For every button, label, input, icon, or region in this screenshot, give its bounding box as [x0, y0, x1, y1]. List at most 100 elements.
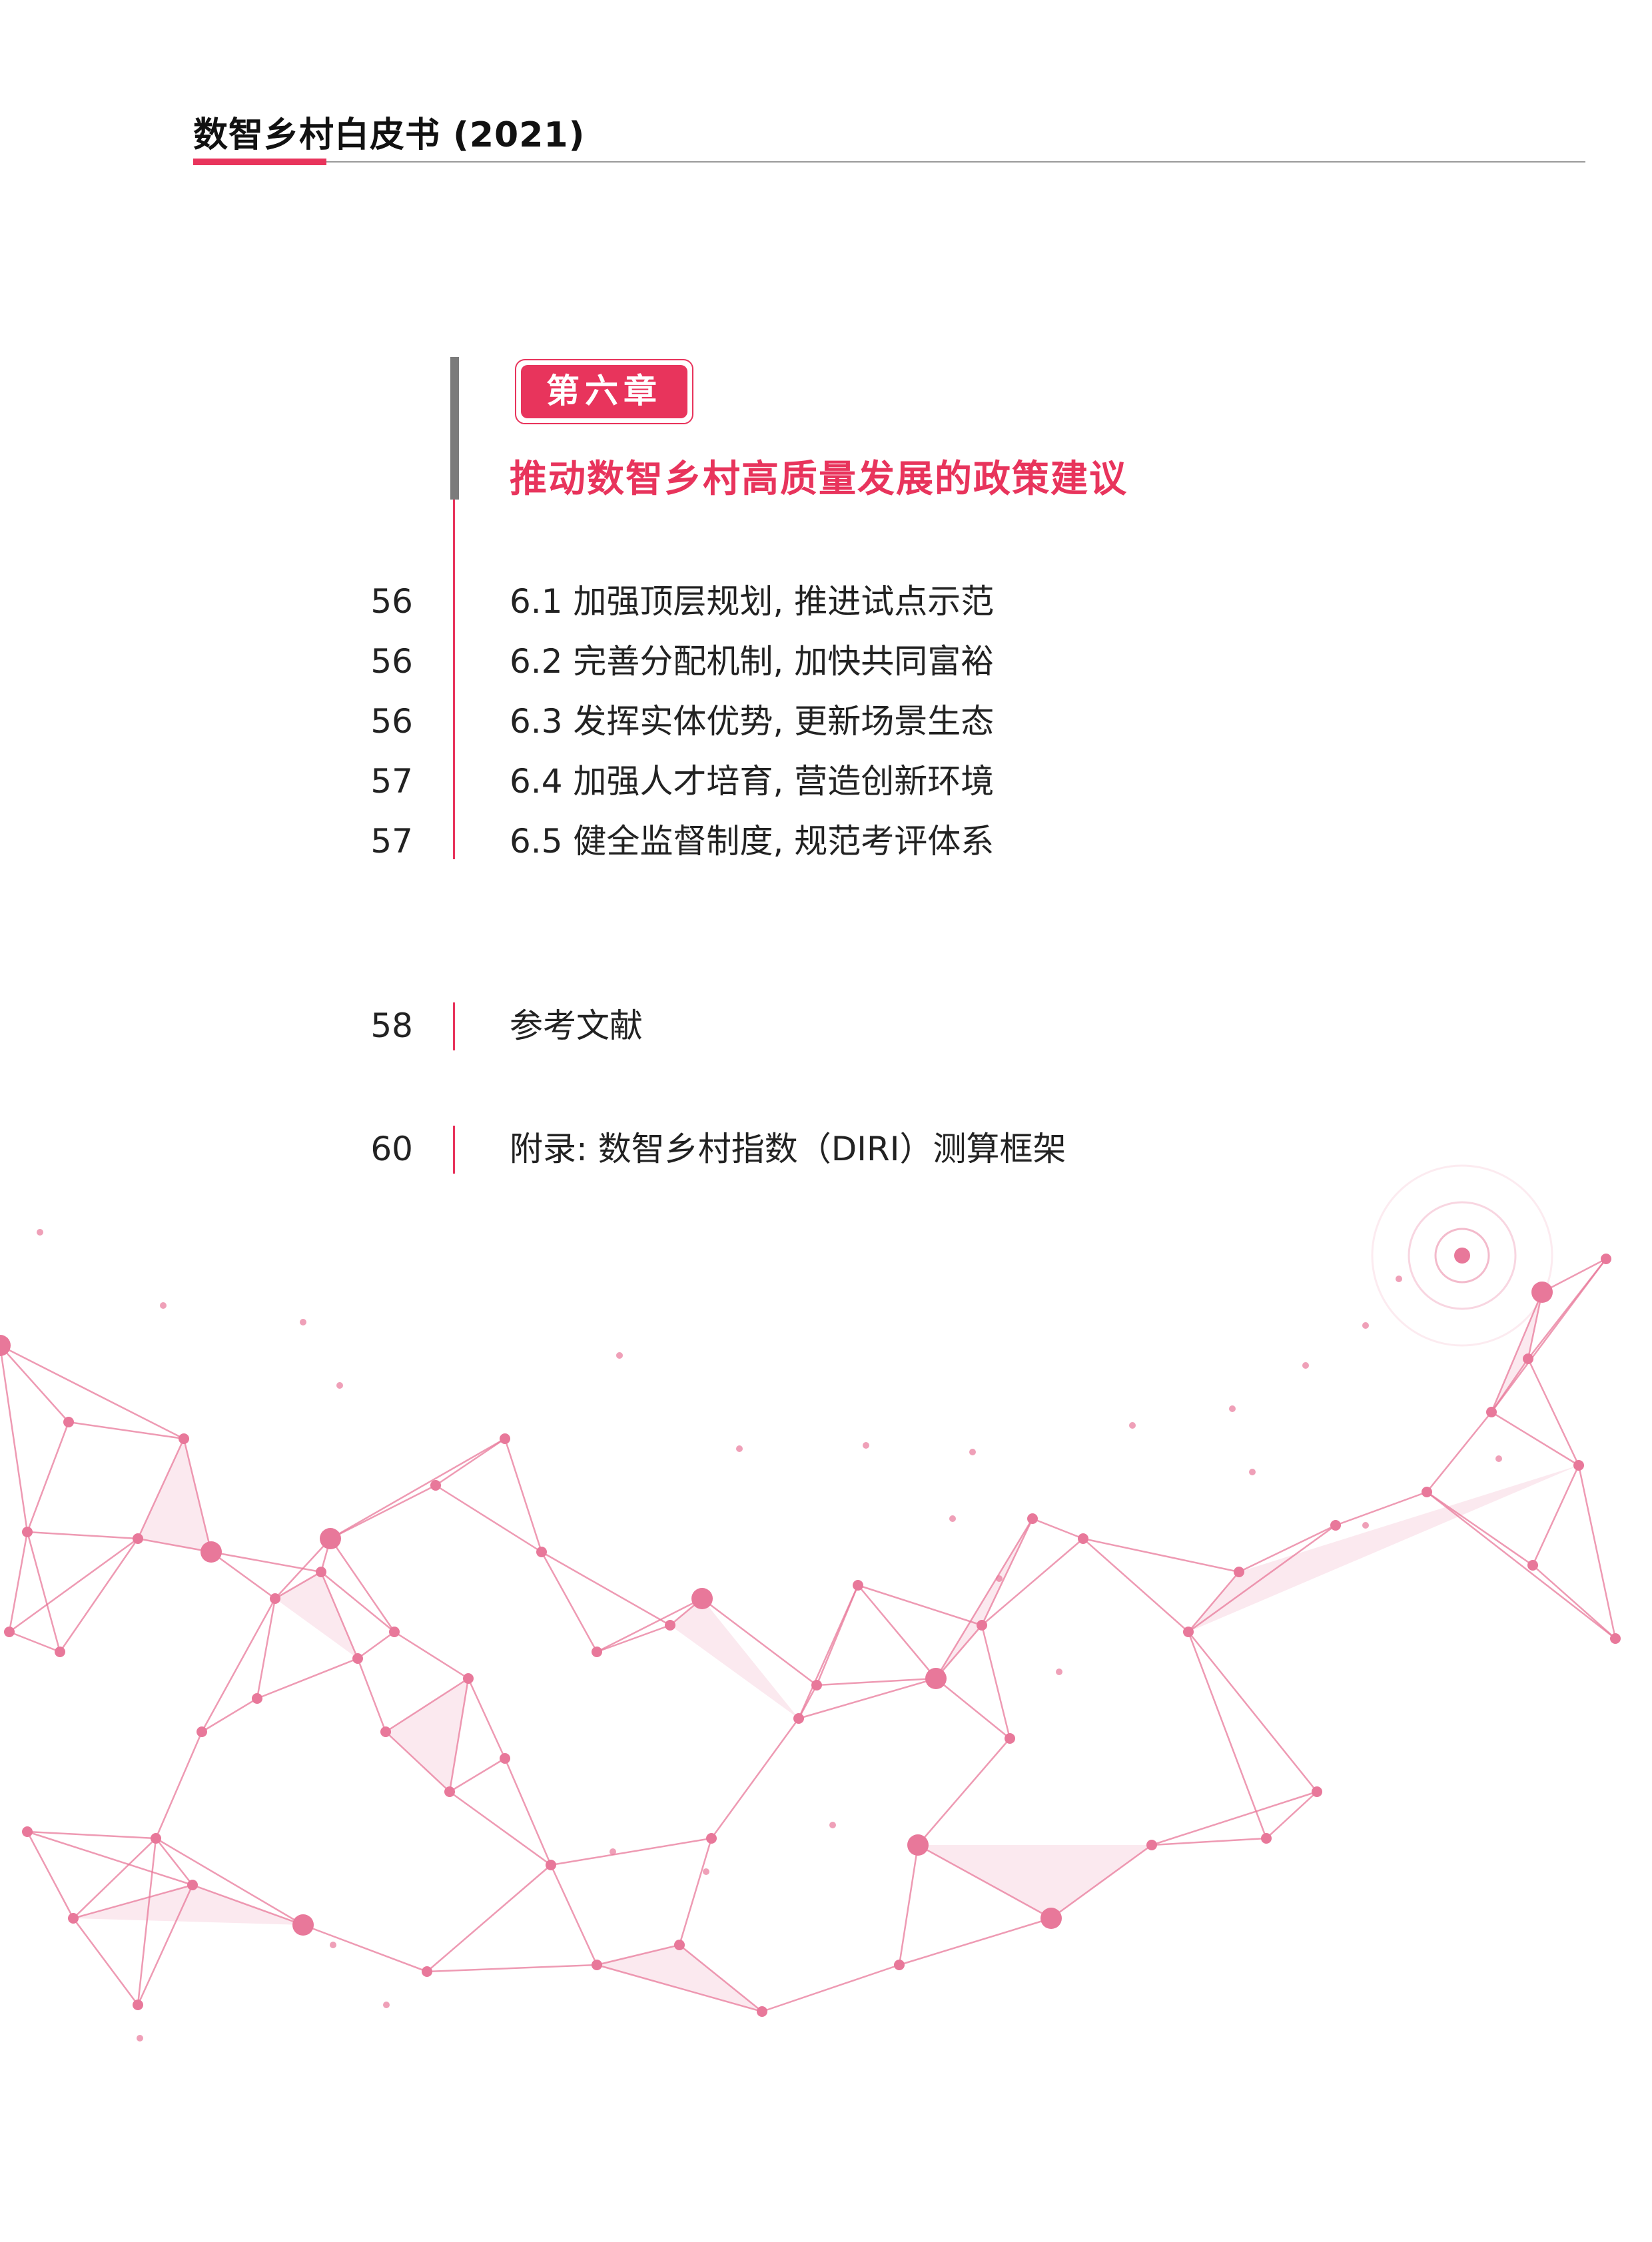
toc-entry-appendix[interactable]: 60 附录: 数智乡村指数（DIRI）测算框架	[0, 1126, 1652, 1172]
network-edge	[1491, 1411, 1579, 1467]
network-edge	[1188, 1571, 1240, 1633]
network-node	[463, 1673, 474, 1684]
network-edge	[274, 1538, 331, 1599]
network-node	[201, 1541, 222, 1563]
toc-entry-label: 附录: 数智乡村指数（DIRI）测算框架	[510, 1130, 1066, 1168]
network-edge	[1187, 1631, 1268, 1839]
target-ring	[1371, 1164, 1553, 1347]
network-edge	[815, 1585, 859, 1686]
network-edge	[435, 1437, 506, 1487]
network-node	[316, 1567, 326, 1577]
scatter-dot	[969, 1449, 976, 1455]
network-node	[380, 1726, 391, 1737]
scatter-dot	[300, 1319, 306, 1325]
network-edge	[137, 1838, 157, 2006]
toc-entry[interactable]: 57 6.5 健全监督制度, 规范考评体系	[0, 818, 1652, 865]
network-facet	[386, 1679, 468, 1792]
network-node	[674, 1940, 685, 1950]
network-node	[197, 1726, 207, 1737]
network-node	[811, 1680, 822, 1690]
network-edge	[8, 1531, 29, 1633]
network-node	[691, 1588, 713, 1609]
chapter-number: 第六章	[546, 372, 662, 410]
network-edge	[192, 1884, 304, 1926]
network-facet	[597, 1945, 762, 2012]
network-edge	[435, 1484, 542, 1553]
scatter-dot	[336, 1382, 343, 1389]
network-node	[1261, 1833, 1272, 1844]
badge-frame-icon	[515, 359, 693, 424]
toc-page-number: 57	[370, 762, 413, 801]
network-node	[500, 1433, 510, 1444]
toc-entry-references[interactable]: 58 参考文献	[0, 1002, 1652, 1049]
chapter-badge: 第六章	[514, 358, 694, 425]
network-edge	[816, 1677, 937, 1686]
network-edge	[72, 1918, 139, 2006]
network-node	[63, 1417, 74, 1427]
network-edge	[981, 1538, 1084, 1626]
network-edge	[1426, 1411, 1492, 1493]
toc-entry[interactable]: 56 6.1 加强顶层规划, 推进试点示范	[0, 578, 1652, 625]
toc-entry-label: 6.1 加强顶层规划, 推进试点示范	[510, 582, 995, 621]
network-edge	[0, 1344, 185, 1440]
network-node	[592, 1647, 602, 1657]
network-edge	[26, 1831, 75, 1919]
network-edge	[385, 1677, 469, 1733]
network-edge	[935, 1518, 1034, 1679]
network-edge	[898, 1844, 919, 1966]
network-node	[894, 1960, 905, 1970]
network-node	[68, 1913, 79, 1924]
network-facet	[138, 1439, 211, 1552]
network-edge	[540, 1551, 598, 1653]
network-node	[179, 1433, 189, 1444]
network-edge	[596, 1624, 671, 1653]
network-edge	[1426, 1491, 1616, 1639]
network-edge	[1490, 1258, 1607, 1413]
network-node	[1040, 1908, 1062, 1929]
network-node	[907, 1834, 929, 1856]
network-edge	[27, 1531, 139, 1540]
network-edge	[68, 1421, 185, 1440]
network-node	[853, 1580, 863, 1591]
network-edge	[155, 1731, 203, 1839]
network-edge	[183, 1438, 212, 1553]
network-node	[151, 1833, 161, 1844]
network-edge	[504, 1438, 543, 1553]
network-edge	[426, 1964, 598, 1973]
references-divider-line	[453, 1002, 455, 1050]
network-edge	[73, 1884, 193, 1920]
network-edge	[256, 1657, 358, 1700]
toc-page-number: 57	[370, 822, 413, 861]
toc-entry-label: 6.2 完善分配机制, 加快共同富裕	[510, 642, 995, 681]
toc-entry[interactable]: 57 6.4 加强人才培育, 营造创新环境	[0, 758, 1652, 805]
network-edge	[917, 1738, 1011, 1846]
network-edge	[701, 1598, 817, 1686]
network-node	[1531, 1282, 1553, 1303]
scatter-dot	[383, 2002, 390, 2008]
toc-entry[interactable]: 56 6.3 发挥实体优势, 更新场景生态	[0, 698, 1652, 745]
network-node	[1146, 1840, 1157, 1850]
network-edge	[981, 1625, 1011, 1739]
network-edge	[330, 1437, 506, 1540]
network-edge	[467, 1678, 506, 1759]
network-edge	[155, 1838, 193, 1886]
scatter-dot	[863, 1442, 869, 1449]
header-rule	[193, 161, 1585, 163]
network-edge	[1050, 1844, 1152, 1920]
network-edge	[1151, 1837, 1267, 1846]
network-node	[1610, 1633, 1621, 1644]
network-edge	[1541, 1258, 1607, 1294]
scatter-dot	[1249, 1469, 1256, 1475]
network-edge	[155, 1837, 304, 1926]
network-edge	[857, 1584, 983, 1627]
network-facet	[1188, 1465, 1579, 1632]
scatter-dot	[736, 1445, 743, 1452]
network-edge	[26, 1421, 70, 1533]
toc-entry[interactable]: 56 6.2 完善分配机制, 加快共同富裕	[0, 638, 1652, 685]
network-edge	[357, 1631, 395, 1660]
toc-page-number: 60	[370, 1130, 413, 1168]
network-node	[352, 1653, 363, 1664]
network-edge	[210, 1551, 276, 1600]
network-edge	[137, 1884, 194, 2006]
